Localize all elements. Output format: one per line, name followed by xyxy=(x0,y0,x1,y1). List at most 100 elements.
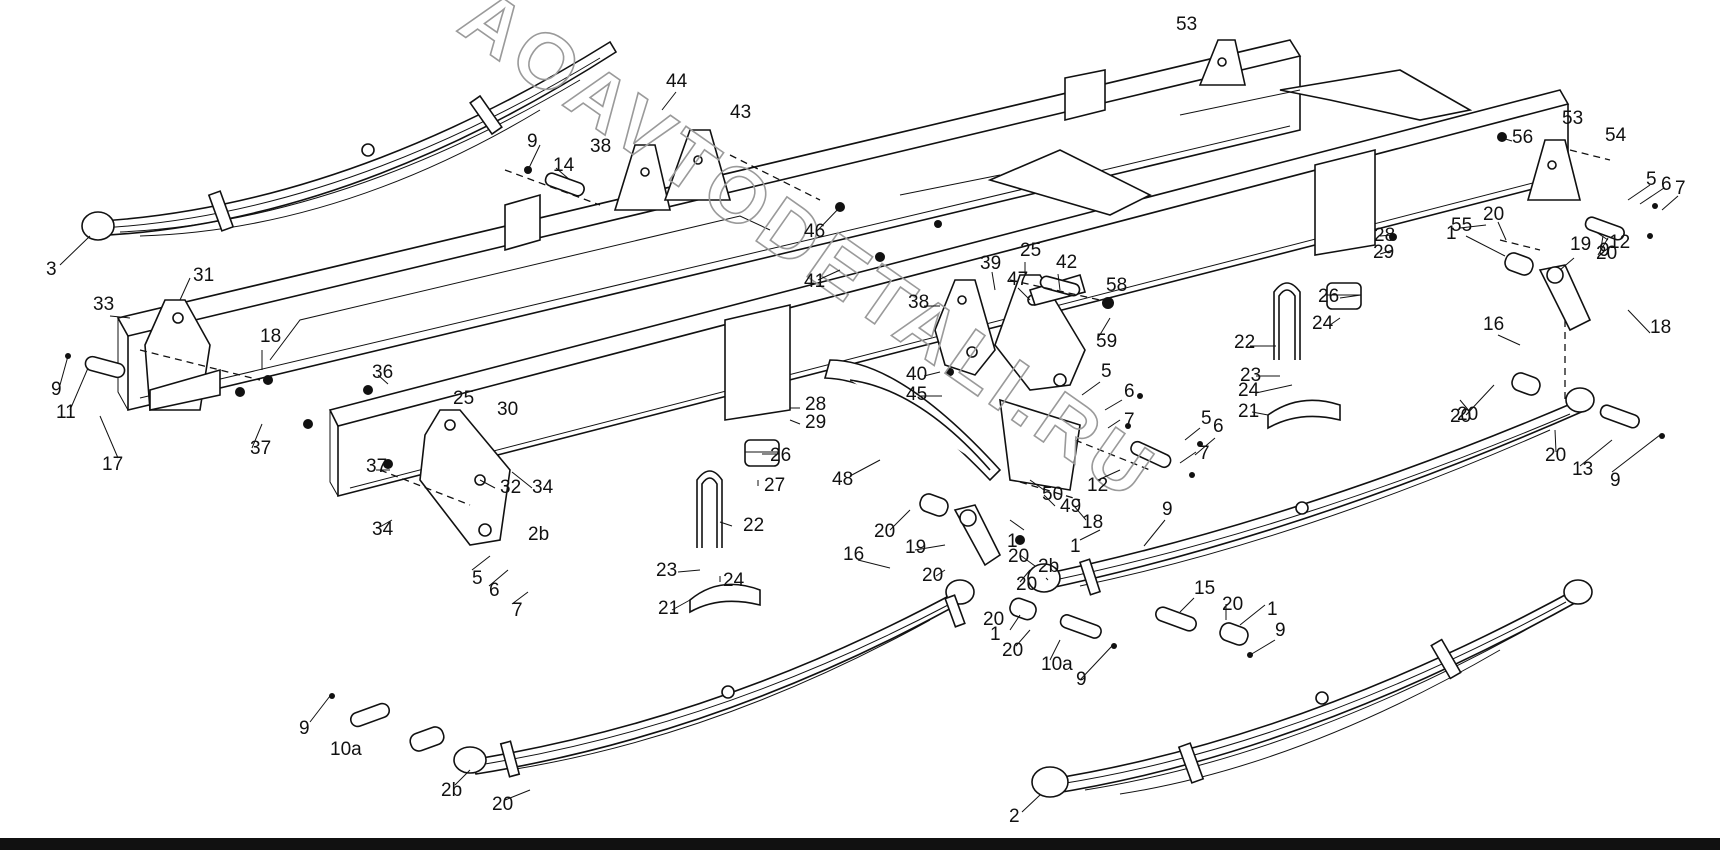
leader-line-2b xyxy=(1045,577,1049,581)
part-label-13: 13 xyxy=(1572,459,1593,480)
part-label-20: 20 xyxy=(1483,204,1504,225)
leader-line-20 xyxy=(1554,429,1557,453)
part-label-40: 40 xyxy=(906,364,927,385)
leader-line-5 xyxy=(1184,427,1201,441)
part-label-20: 20 xyxy=(1016,574,1037,595)
part-label-30: 30 xyxy=(497,399,518,420)
leader-line-49 xyxy=(1043,494,1056,507)
leader-line-2 xyxy=(1021,794,1041,813)
leader-line-6 xyxy=(1639,187,1665,205)
leader-line-24 xyxy=(1255,384,1293,394)
rubber-buffer-26-left xyxy=(744,439,780,467)
leader-line-39 xyxy=(991,271,996,291)
part-label-44: 44 xyxy=(666,71,688,92)
leader-line-24 xyxy=(1329,317,1341,326)
part-label-22: 22 xyxy=(1234,332,1255,353)
part-label-12: 12 xyxy=(1087,475,1108,496)
leader-line-20 xyxy=(889,509,911,531)
leader-line-9 xyxy=(1249,639,1276,656)
leader-line-1 xyxy=(1079,529,1101,541)
part-label-11: 11 xyxy=(56,402,76,423)
part-label-9: 9 xyxy=(527,131,538,152)
part-label-1: 1 xyxy=(1267,599,1278,620)
spring-pad-21-left xyxy=(689,583,761,614)
leader-line-6 xyxy=(488,569,509,587)
leader-line-12 xyxy=(1595,231,1609,241)
part-label-34: 34 xyxy=(532,477,554,498)
part-label-41: 41 xyxy=(804,271,825,292)
part-label-19: 19 xyxy=(905,537,926,558)
part-label-23: 23 xyxy=(656,560,677,581)
leader-line-7 xyxy=(1179,451,1197,464)
part-label-24: 24 xyxy=(1238,380,1260,401)
bottom-border-bar xyxy=(0,838,1720,850)
leader-line-17 xyxy=(99,415,119,459)
part-label-24: 24 xyxy=(723,570,745,591)
part-label-37: 37 xyxy=(366,456,387,477)
part-label-26: 26 xyxy=(770,445,791,466)
leader-line-37 xyxy=(251,423,263,449)
leader-line-18 xyxy=(1627,309,1651,334)
leaf-spring-2 xyxy=(1031,579,1593,798)
shackle-19-rear xyxy=(1538,264,1592,332)
part-label-2b: 2b xyxy=(441,780,462,801)
leader-line-56 xyxy=(1501,137,1513,142)
part-label-25: 25 xyxy=(1020,240,1041,261)
part-label-9: 9 xyxy=(1076,669,1087,690)
leader-line-20 xyxy=(1019,554,1036,567)
part-label-1: 1 xyxy=(990,624,1001,645)
leaf-spring-3 xyxy=(81,40,618,241)
bracket-43 xyxy=(613,129,732,211)
part-label-9: 9 xyxy=(51,379,62,400)
part-label-12: 12 xyxy=(1609,232,1630,253)
leader-line-10a xyxy=(1049,639,1061,661)
part-label-18: 18 xyxy=(260,326,281,347)
assembly-lines xyxy=(139,149,1611,506)
part-label-50: 50 xyxy=(1042,484,1063,505)
leader-line-9 xyxy=(1611,434,1661,473)
leader-line-20 xyxy=(504,789,531,801)
part-label-20: 20 xyxy=(1457,404,1478,425)
leader-line-14 xyxy=(555,167,571,181)
leader-line-9 xyxy=(59,355,69,386)
leader-line-34 xyxy=(377,519,393,529)
part-label-7: 7 xyxy=(1124,410,1135,431)
part-label-10a: 10a xyxy=(1041,654,1073,675)
frame-cross-member xyxy=(899,69,1473,216)
leader-line-6 xyxy=(1194,437,1216,456)
leader-line-9 xyxy=(527,144,541,171)
leader-line-19 xyxy=(1559,257,1575,271)
leader-line-9 xyxy=(1143,519,1166,547)
leaf-spring-2b-rear xyxy=(1027,387,1595,596)
bracket-30 xyxy=(419,409,511,546)
part-label-2b: 2b xyxy=(1038,556,1059,577)
leader-line-34 xyxy=(511,471,533,489)
leader-line-31 xyxy=(179,277,191,301)
leader-line-20 xyxy=(935,569,946,577)
part-label-16: 16 xyxy=(843,544,864,565)
leader-line-7 xyxy=(1107,419,1121,429)
part-label-20: 20 xyxy=(874,521,895,542)
part-label-25: 25 xyxy=(453,388,474,409)
leader-line-1 xyxy=(1465,235,1506,257)
leader-line-20 xyxy=(1599,235,1604,255)
leader-line-5 xyxy=(1627,184,1651,201)
leader-line-28 xyxy=(1379,234,1393,237)
leader-line-1 xyxy=(1009,614,1021,631)
leader-line-40 xyxy=(923,371,941,377)
part-label-28: 28 xyxy=(805,394,826,415)
leader-line-9 xyxy=(309,695,331,723)
leader-line-44 xyxy=(661,91,677,111)
leader-line-19 xyxy=(914,544,946,551)
leader-line-1 xyxy=(1009,519,1025,531)
leader-line-20 xyxy=(1459,399,1471,413)
leader-line-15 xyxy=(1179,597,1195,613)
leader-line-7 xyxy=(511,591,529,605)
part-label-20: 20 xyxy=(1002,640,1023,661)
part-label-48: 48 xyxy=(832,469,853,490)
part-label-56: 56 xyxy=(1512,127,1533,148)
part-label-9: 9 xyxy=(1610,470,1621,491)
leader-line-5 xyxy=(471,555,491,571)
bracket-31 xyxy=(144,299,221,411)
